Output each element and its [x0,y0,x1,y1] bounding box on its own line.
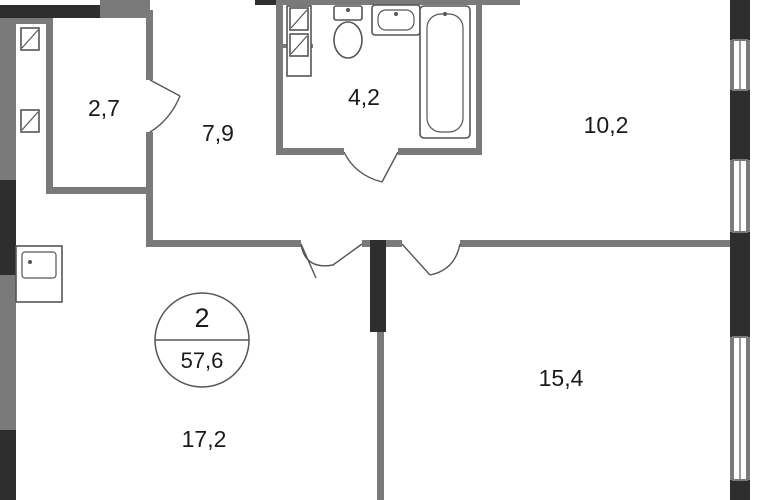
room-count: 2 [194,303,209,333]
hallway-area-label: 7,9 [202,120,234,146]
door-kitchen [300,243,363,279]
bathroom-area-label: 4,2 [348,84,380,110]
storage-area-label: 2,7 [88,95,120,121]
summary-badge: 2 57,6 [154,292,250,388]
shelf-unit-left [20,27,40,133]
living-area-label: 15,4 [539,365,584,391]
window-bedroom-top [732,39,748,91]
fixtures [15,4,471,303]
room-labels: 2,7 7,9 4,2 10,2 15,4 17,2 [88,84,628,452]
total-area: 57,6 [181,348,224,373]
window-living [732,336,748,481]
exterior-walls [0,0,750,500]
door-living [401,243,461,276]
door-bathroom [343,151,399,183]
bathroom-sink [371,4,421,36]
kitchen-sink [15,245,63,303]
bedroom-area-label: 10,2 [584,112,629,138]
toilet [333,5,363,59]
windows [732,39,748,481]
shelf-unit-bathroom [286,5,312,77]
doors [149,79,461,279]
kitchen-area-label: 17,2 [182,426,227,452]
interior-walls [16,0,730,500]
bathtub [419,5,471,139]
window-bedroom-bottom [732,159,748,233]
door-storage [149,79,181,133]
